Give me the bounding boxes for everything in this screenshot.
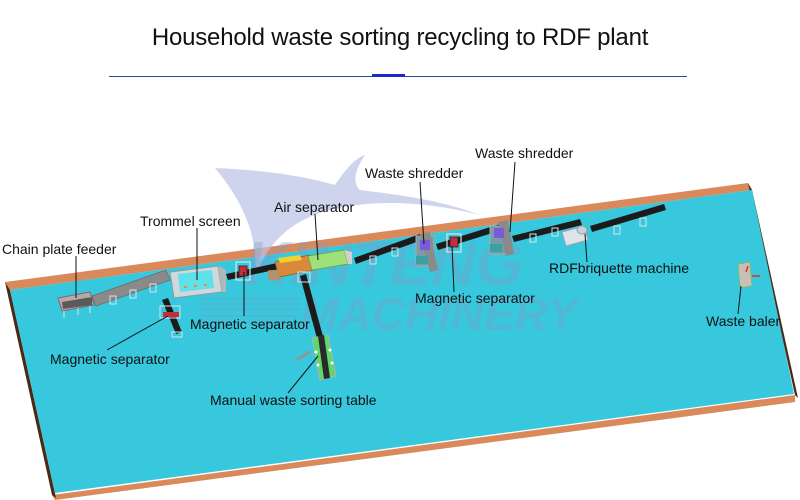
label-air-separator: Air separator <box>274 199 354 215</box>
label-manual-sorting-table: Manual waste sorting table <box>210 392 377 408</box>
label-chain-plate-feeder: Chain plate feeder <box>2 241 117 257</box>
label-waste-baler: Waste baler <box>706 313 781 329</box>
leader-lines <box>75 161 742 394</box>
watermark-stripes <box>200 297 300 323</box>
floor-edge-left <box>5 282 56 498</box>
chain-plate-feeder <box>57 291 95 318</box>
title-divider-accent <box>372 74 405 77</box>
down-conveyor-1 <box>159 298 183 338</box>
manual-sorting-table <box>296 334 337 381</box>
rdf-briquette-machine <box>561 225 589 247</box>
floor-surface <box>10 190 794 493</box>
output-conveyor <box>590 204 666 235</box>
label-rdf-briquette-machine: RDFbriquette machine <box>549 260 689 276</box>
label-magnetic-separator-2: Magnetic separator <box>190 316 310 332</box>
bird-logo-icon <box>215 155 480 280</box>
label-magnetic-separator-3: Magnetic separator <box>415 290 535 306</box>
waste-shredder-1 <box>415 232 438 272</box>
page-title: Household waste sorting recycling to RDF… <box>151 24 649 51</box>
watermark-machinery: MACHINERY <box>300 288 582 340</box>
floor-edge-back <box>5 183 752 290</box>
floor-edge-front <box>52 395 795 500</box>
trommel-screen <box>169 265 226 299</box>
label-trommel-screen: Trommel screen <box>140 213 241 229</box>
label-waste-shredder-1: Waste shredder <box>365 165 464 181</box>
waste-baler <box>737 261 760 289</box>
conveyor-to-shredder-1 <box>354 234 422 265</box>
label-waste-shredder-2: Waste shredder <box>475 145 574 161</box>
label-magnetic-separator-1: Magnetic separator <box>50 351 170 367</box>
waste-shredder-2 <box>489 220 514 256</box>
conveyor-to-manual-sorting <box>297 271 324 342</box>
feed-conveyor <box>91 269 171 307</box>
magnetic-separator-3 <box>436 224 502 253</box>
conveyor-to-rdf <box>512 219 582 243</box>
